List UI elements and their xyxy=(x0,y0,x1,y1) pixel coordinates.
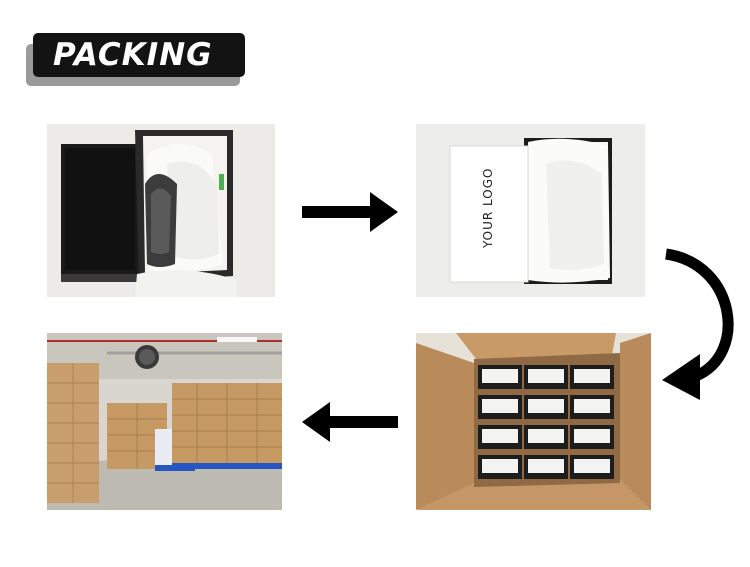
box-label xyxy=(574,459,610,473)
box-label xyxy=(574,369,610,383)
box-label xyxy=(574,399,610,413)
title-badge: PACKING xyxy=(33,33,245,77)
arrow-left-icon xyxy=(302,402,398,442)
logo-card-text: YOUR LOGO xyxy=(481,167,495,249)
arrow-curved-down-icon xyxy=(662,248,734,400)
warehouse-photo xyxy=(47,333,282,510)
box-label xyxy=(482,369,518,383)
box-label xyxy=(482,429,518,443)
box-label xyxy=(528,459,564,473)
logo-box-photo: YOUR LOGO xyxy=(416,124,645,297)
box-label xyxy=(528,429,564,443)
page-title: PACKING xyxy=(53,37,213,73)
carton-photo xyxy=(416,333,651,510)
arrow-right-icon xyxy=(302,192,398,232)
box-label xyxy=(528,369,564,383)
shoe-box-photo xyxy=(47,124,275,297)
box-label xyxy=(482,399,518,413)
box-label xyxy=(482,459,518,473)
box-label xyxy=(574,429,610,443)
box-label xyxy=(528,399,564,413)
